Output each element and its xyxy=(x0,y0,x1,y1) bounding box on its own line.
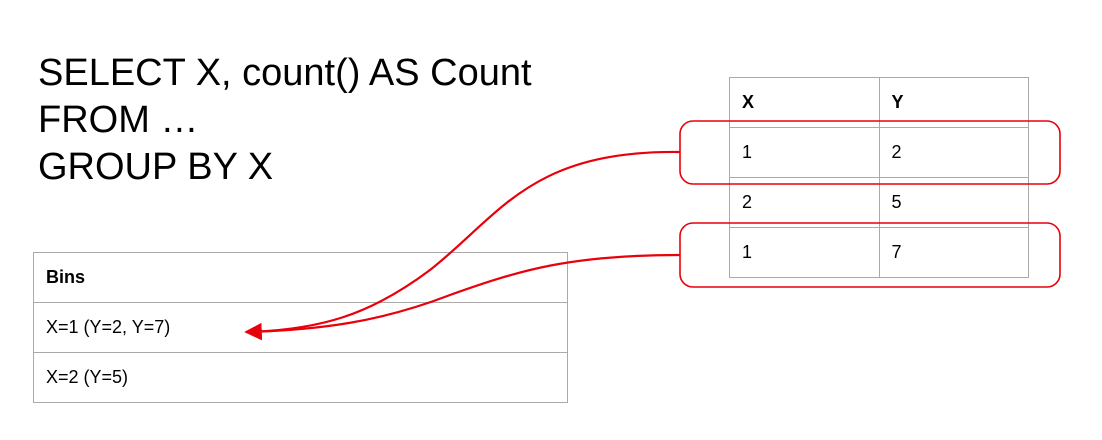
bin-cell-x1: X=1 (Y=2, Y=7) xyxy=(33,302,568,353)
header-x: X xyxy=(729,77,880,128)
table-row: 1 2 xyxy=(729,127,1029,178)
header-y: Y xyxy=(878,77,1029,128)
table-row: 1 7 xyxy=(729,227,1029,278)
sql-line-select: SELECT X, count() AS Count xyxy=(38,52,532,94)
bins-header-row: Bins xyxy=(33,252,568,303)
cell-y: 7 xyxy=(878,227,1029,278)
bin-cell-x2: X=2 (Y=5) xyxy=(33,352,568,403)
table-row: X=1 (Y=2, Y=7) xyxy=(33,302,568,353)
bins-table: Bins X=1 (Y=2, Y=7) X=2 (Y=5) xyxy=(33,252,568,403)
source-table: X Y 1 2 2 5 1 7 xyxy=(729,77,1029,278)
cell-x: 2 xyxy=(729,177,880,228)
cell-y: 2 xyxy=(878,127,1029,178)
bins-header: Bins xyxy=(33,252,568,303)
cell-y: 5 xyxy=(878,177,1029,228)
table-row: X=2 (Y=5) xyxy=(33,352,568,403)
cell-x: 1 xyxy=(729,127,880,178)
cell-x: 1 xyxy=(729,227,880,278)
sql-line-group-by: GROUP BY X xyxy=(38,146,274,189)
source-header-row: X Y xyxy=(729,77,1029,128)
sql-query: SELECT X, count() AS Count FROM … GROUP … xyxy=(38,50,532,191)
sql-line-from: FROM … xyxy=(38,99,199,142)
table-row: 2 5 xyxy=(729,177,1029,228)
